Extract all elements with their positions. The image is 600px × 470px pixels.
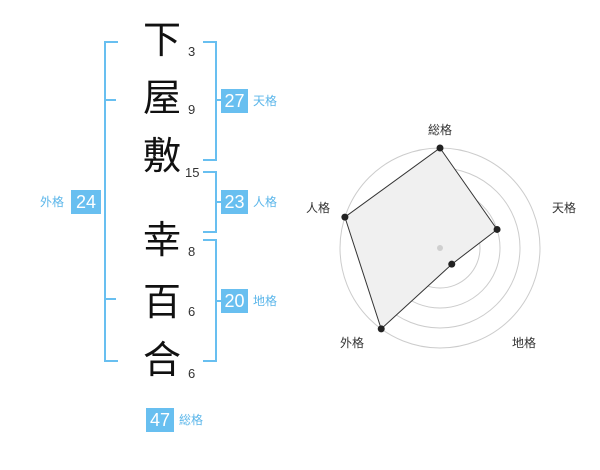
stroke-count-5: 6: [188, 304, 196, 319]
chikaku-value-badge: 20: [221, 289, 248, 313]
radar-points: [341, 144, 501, 333]
given-char-1: 幸: [142, 218, 181, 262]
stroke-count-1: 3: [188, 44, 196, 59]
soukaku-label: 総格: [179, 413, 204, 427]
stroke-count-6: 6: [188, 366, 196, 381]
gaikaku-value-badge: 24: [71, 190, 101, 214]
radar-center-dot: [437, 245, 443, 251]
jinkaku-label: 人格: [253, 195, 278, 209]
radar-chart: 総格 天格 地格 外格 人格: [306, 122, 576, 350]
gaikaku-bracket: [104, 41, 118, 362]
radar-axis-label-tenkaku: 天格: [552, 200, 576, 215]
radar-axis-label-gaikaku: 外格: [340, 335, 364, 350]
surname-char-2: 屋: [142, 76, 181, 120]
stroke-count-3: 15: [185, 165, 200, 180]
radar-axis-label-chikaku: 地格: [512, 335, 536, 350]
radar-point-2: [448, 260, 456, 268]
tenkaku-connector: [215, 99, 221, 101]
stroke-count-2: 9: [188, 102, 196, 117]
tenkaku-bracket: [203, 41, 217, 161]
radar-point-1: [493, 225, 501, 233]
stroke-count-4: 8: [188, 244, 196, 259]
chikaku-connector: [215, 300, 221, 302]
radar-axis-label-soukaku: 総格: [428, 122, 452, 137]
gaikaku-tick-lower: [106, 298, 116, 300]
given-char-3: 合: [142, 338, 181, 382]
soukaku-value-badge: 47: [146, 408, 174, 432]
chikaku-label: 地格: [253, 294, 278, 308]
tenkaku-label: 天格: [253, 94, 278, 108]
radar-point-4: [341, 213, 349, 221]
jinkaku-value-badge: 23: [221, 190, 248, 214]
gaikaku-tick-upper: [106, 99, 116, 101]
tenkaku-value-badge: 27: [221, 89, 248, 113]
radar-point-0: [436, 144, 444, 152]
jinkaku-connector: [215, 201, 221, 203]
given-char-2: 百: [142, 280, 181, 324]
radar-data-polygon: [344, 147, 498, 330]
radar-point-3: [377, 325, 385, 333]
surname-char-1: 下: [142, 18, 181, 62]
radar-axis-label-jinkaku: 人格: [306, 200, 330, 215]
surname-char-3: 敷: [142, 134, 181, 178]
gaikaku-label: 外格: [40, 195, 65, 209]
